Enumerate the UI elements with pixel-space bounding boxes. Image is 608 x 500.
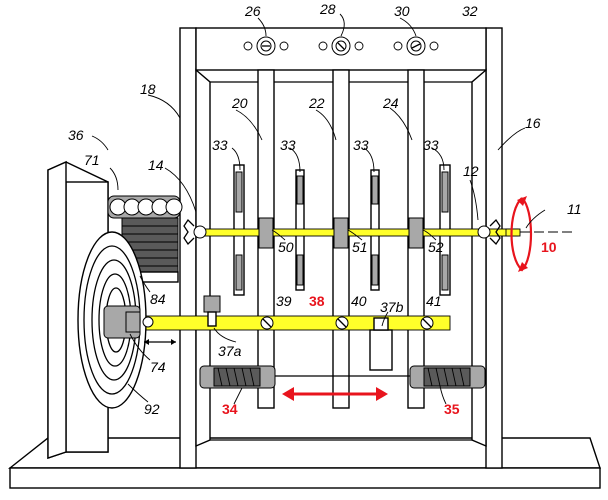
label-18: 18	[140, 81, 156, 97]
leader-lines	[91, 13, 546, 405]
red-motion-arrows	[282, 196, 575, 401]
reference-numerals: 26 28 30 32 18 20 22 24 16 36 71 14 33 3…	[68, 1, 582, 417]
label-41: 41	[426, 293, 442, 309]
label-32: 32	[462, 3, 478, 19]
label-40: 40	[351, 293, 367, 309]
screw-26	[256, 36, 276, 56]
label-14: 14	[148, 157, 164, 173]
label-33-b: 33	[280, 137, 296, 153]
label-33-a: 33	[212, 137, 228, 153]
label-74: 74	[150, 359, 166, 375]
base-plate	[7, 437, 601, 489]
label-51: 51	[352, 239, 368, 255]
label-39: 39	[276, 293, 292, 309]
label-12: 12	[463, 163, 479, 179]
label-35: 35	[444, 401, 460, 417]
label-50: 50	[278, 239, 294, 255]
label-36: 36	[68, 127, 84, 143]
lower-screw-rails	[199, 365, 486, 389]
label-22: 22	[308, 95, 325, 111]
screw-30	[406, 36, 426, 56]
spring-assembly	[107, 195, 183, 283]
label-38: 38	[309, 293, 325, 309]
label-10: 10	[541, 239, 557, 255]
label-37b: 37b	[380, 299, 404, 315]
screw-28	[331, 36, 351, 56]
label-28: 28	[319, 1, 336, 17]
spiral-disc	[77, 231, 176, 409]
label-11: 11	[567, 201, 582, 217]
label-33-d: 33	[423, 137, 439, 153]
label-33-c: 33	[353, 137, 369, 153]
label-16: 16	[525, 115, 541, 131]
label-52: 52	[428, 239, 444, 255]
label-71: 71	[84, 152, 100, 168]
label-20: 20	[231, 95, 248, 111]
label-24: 24	[382, 95, 399, 111]
label-34: 34	[222, 401, 238, 417]
label-84: 84	[150, 291, 166, 307]
top-screws	[243, 36, 439, 56]
slider-bar	[117, 295, 451, 371]
label-37a: 37a	[218, 343, 242, 359]
label-30: 30	[394, 3, 410, 19]
main-shaft	[183, 217, 521, 249]
label-26: 26	[244, 3, 261, 19]
label-92: 92	[144, 401, 160, 417]
